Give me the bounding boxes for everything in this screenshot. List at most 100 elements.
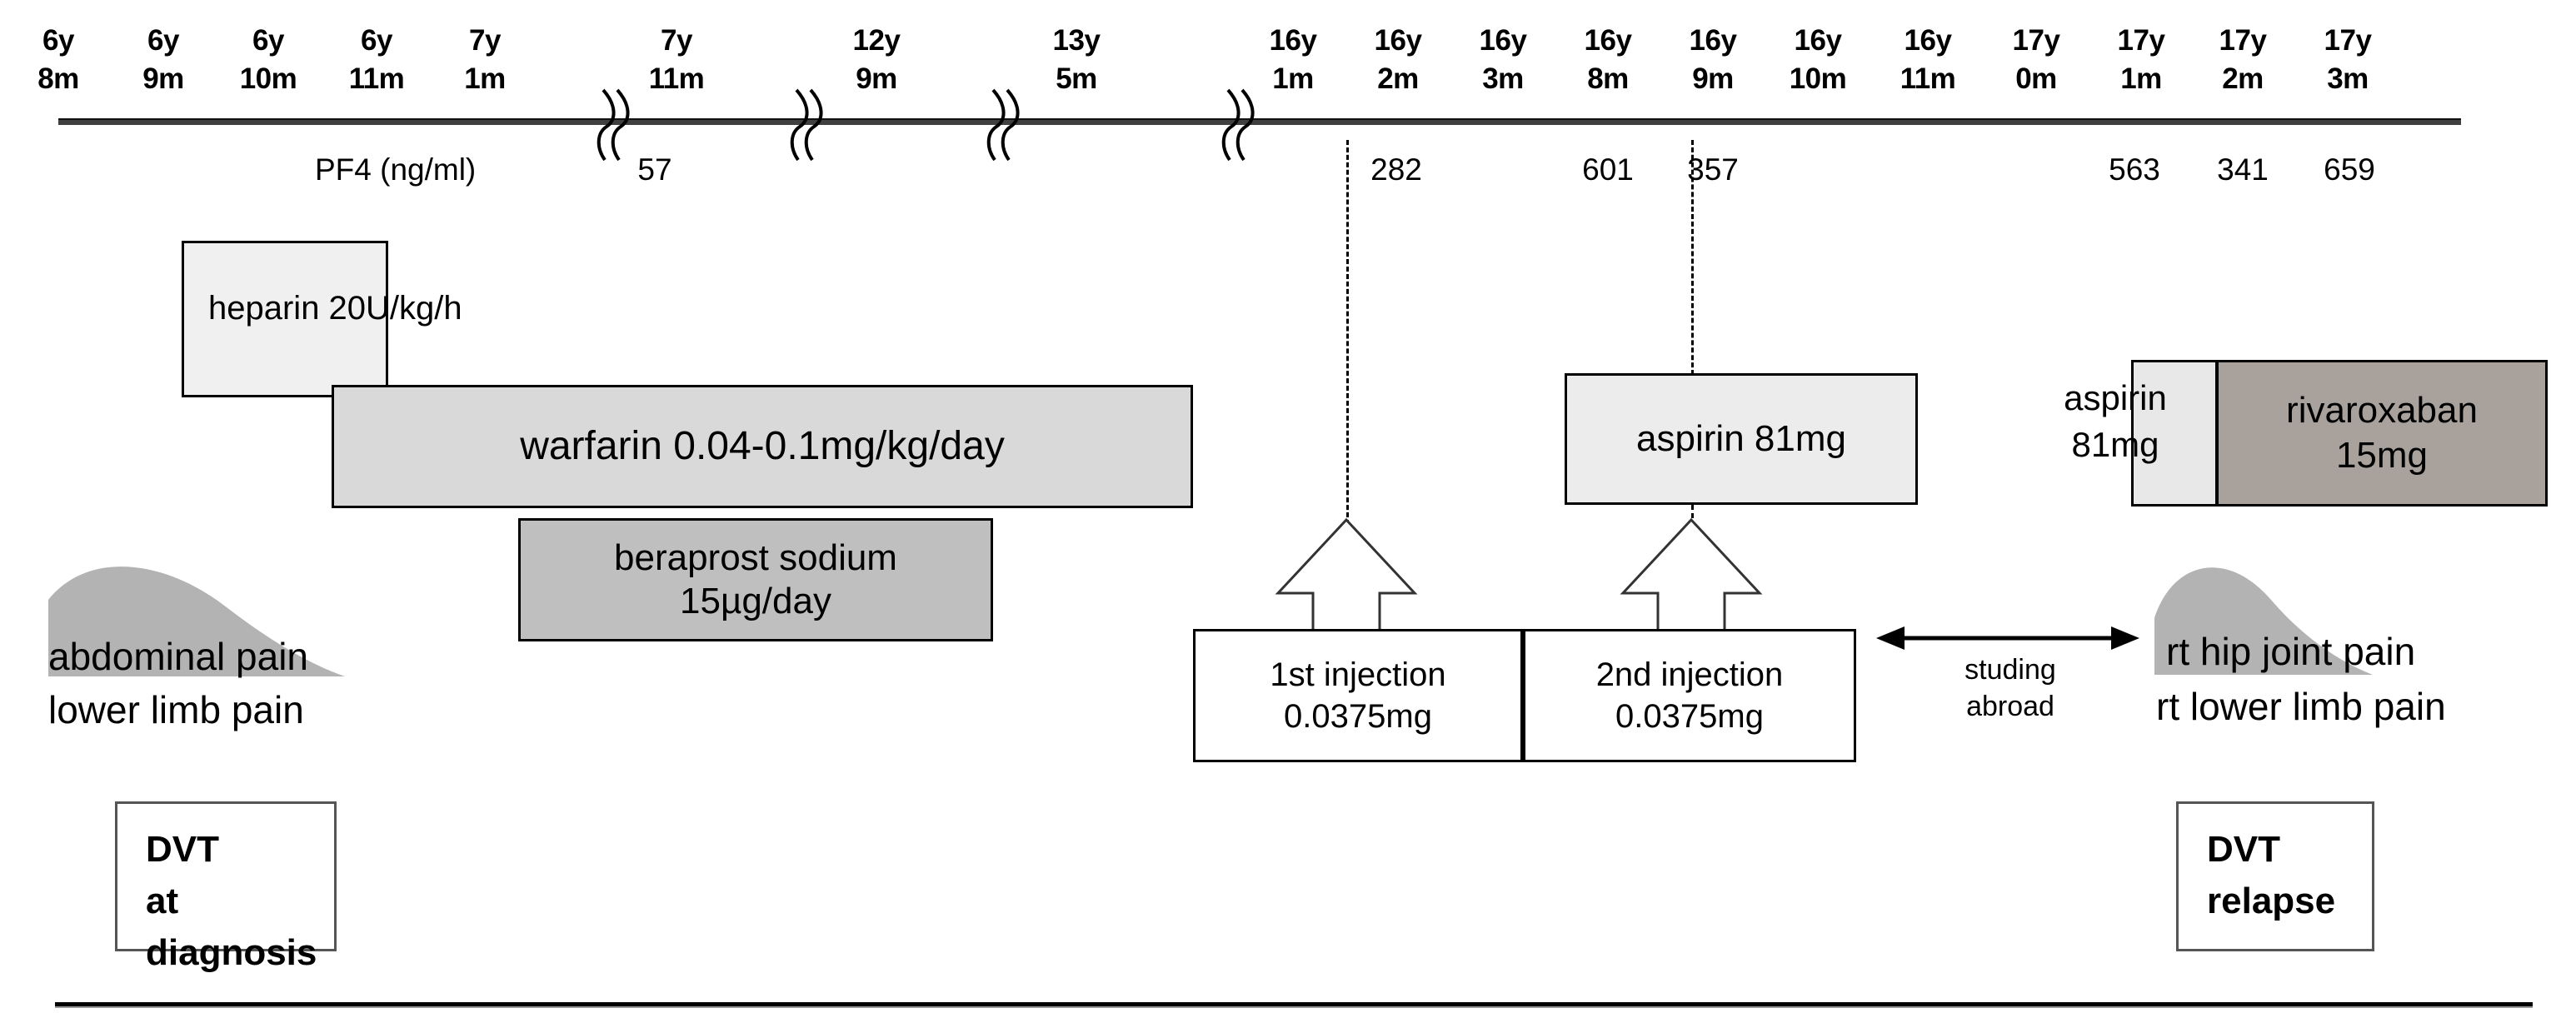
pf4-value-2: 601 [1582,152,1634,187]
dvt-relapse-box: DVT relapse [2176,801,2374,951]
beraprost-line1: beraprost sodium [614,537,897,578]
tick-year: 6y [147,24,179,57]
tick-month: 1m [1272,62,1314,95]
studying-line1: studing [1964,654,2056,686]
tick-month: 9m [142,62,184,95]
injection-1-line2: 0.0375mg [1284,698,1432,735]
pf4-value-6: 659 [2324,152,2375,187]
block-arrow-2nd-injection [1620,517,1763,633]
rivaroxaban-line2: 15mg [2335,435,2429,476]
dvt-diagnosis-box: DVT at diagnosis [115,801,337,973]
symptom-left-line1: abdominal pain [48,635,309,678]
rivaroxaban-box: rivaroxaban 15mg [2216,360,2548,507]
tick-month: 9m [1692,62,1734,95]
axis-break-0 [597,88,630,162]
studying-abroad-arrow [1876,626,2139,650]
tick-month: 3m [2327,62,2369,95]
pf4-value-4: 563 [2109,152,2160,187]
symptom-right-line2: rt lower limb pain [2156,685,2446,728]
injection-box-1: 1st injection 0.0375mg [1193,629,1523,762]
heparin-label: heparin 20U/kg/h [208,290,462,327]
tick-month: 8m [37,62,79,95]
pf4-value-3: 357 [1687,152,1739,187]
tick-year: 16y [1584,24,1632,57]
dvt-diagnosis-line2: at diagnosis [146,881,317,973]
guide-2nd-injection [1691,140,1694,375]
axis-break-3 [1221,88,1255,162]
dvt-relapse-line1: DVT [2207,829,2280,870]
tick-year: 13y [1052,24,1101,57]
tick-month: 11m [648,62,705,95]
symptom-left-line2: lower limb pain [48,688,304,731]
tick-month: 11m [1900,62,1956,95]
symptom-wave-right [2154,567,2373,675]
aspirin-second-label: aspirin 81mg [2028,375,2203,468]
symptom-right-line1: rt hip joint pain [2166,630,2416,673]
axis-break-2 [986,88,1020,162]
studying-abroad-label: studing abroad [1890,651,2131,725]
symptom-wave-left [48,566,345,676]
tick-month: 3m [1482,62,1524,95]
pf4-value-5: 341 [2217,152,2269,187]
injection-box-2: 2nd injection 0.0375mg [1523,629,1856,762]
tick-month: 10m [1789,62,1847,95]
tick-year: 16y [1374,24,1422,57]
tick-year: 7y [661,24,692,57]
aspirin-second-line1: aspirin [2064,378,2167,417]
tick-month: 9m [856,62,897,95]
beraprost-line2: 15µg/day [680,581,831,621]
tick-year: 12y [852,24,901,57]
tick-month: 8m [1587,62,1629,95]
tick-month: 1m [464,62,506,95]
beraprost-box: beraprost sodium 15µg/day [518,518,993,641]
rivaroxaban-line1: rivaroxaban [2286,390,2478,431]
pf4-value-1: 282 [1370,152,1422,187]
pf4-value-0: 57 [637,152,672,187]
dvt-relapse-line2: relapse [2207,881,2336,921]
tick-year: 6y [42,24,74,57]
tick-year: 16y [1794,24,1842,57]
dvt-diagnosis-line1: DVT [146,829,219,870]
timeline-axis [58,118,2461,125]
injection-2-line2: 0.0375mg [1615,698,1764,735]
tick-year: 6y [361,24,392,57]
tick-year: 17y [2324,24,2372,57]
tick-month: 11m [348,62,405,95]
bottom-divider [55,1002,2533,1008]
aspirin-second-line2: 81mg [2071,425,2159,464]
block-arrow-1st-injection [1275,517,1418,633]
tick-year: 17y [2117,24,2165,57]
axis-break-1 [790,88,823,162]
tick-month: 2m [1377,62,1419,95]
injection-2-line1: 2nd injection [1595,656,1784,693]
pf4-label: PF4 (ng/ml) [315,152,477,187]
warfarin-box: warfarin 0.04-0.1mg/kg/day [332,385,1193,508]
tick-month: 5m [1056,62,1097,95]
tick-month: 0m [2015,62,2057,95]
tick-month: 2m [2222,62,2264,95]
tick-year: 16y [1689,24,1737,57]
studying-line2: abroad [1966,691,2054,722]
tick-year: 6y [252,24,284,57]
tick-year: 16y [1479,24,1527,57]
tick-year: 17y [2219,24,2267,57]
